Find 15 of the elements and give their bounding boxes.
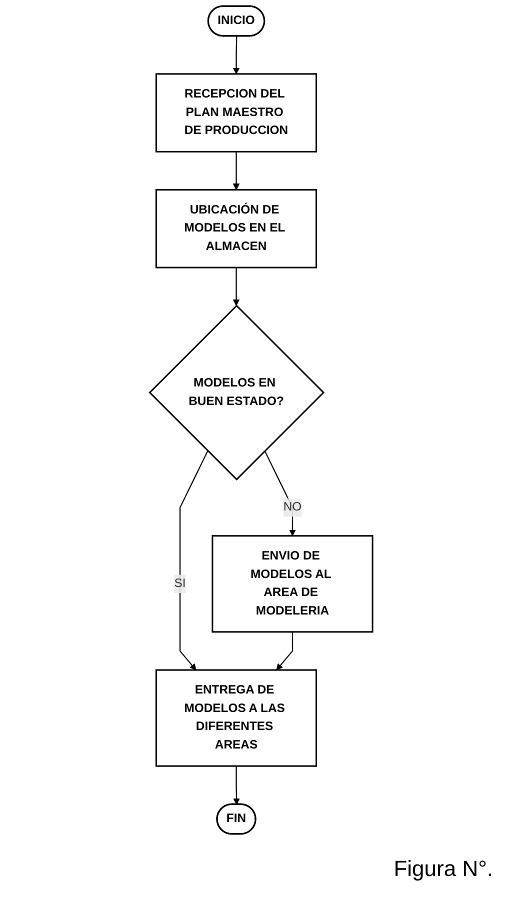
arrow — [233, 36, 240, 74]
node-box: RECEPCION DEL PLAN MAESTRO DE PRODUCCION — [156, 73, 318, 152]
node-box: UBICACIÓN DE MODELOS EN EL ALMACEN — [156, 189, 318, 268]
arrow — [234, 766, 240, 805]
edge-label: SI — [174, 577, 186, 590]
figure-caption: Figura N°. — [394, 856, 493, 882]
arrow — [264, 450, 296, 536]
node-box: ENTREGA DE MODELOS A LAS DIFERENTES AREAS — [156, 669, 318, 767]
arrow — [233, 152, 240, 190]
arrow — [276, 632, 294, 670]
edge-label: NO — [284, 500, 302, 514]
node-diamond: MODELOS EN BUEN ESTADO? — [149, 304, 325, 481]
arrow — [180, 450, 209, 670]
arrow — [233, 268, 240, 306]
node-box: ENVIO DE MODELOS AL AREA DE MODELERIA — [212, 535, 374, 633]
